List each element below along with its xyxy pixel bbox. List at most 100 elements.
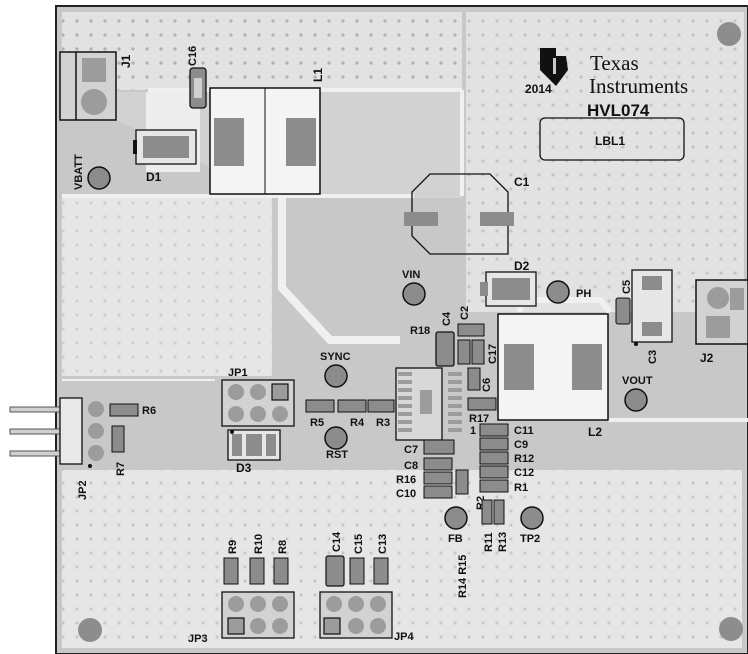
label-sync: SYNC <box>320 351 351 363</box>
label-c14: C14 <box>331 531 343 552</box>
label-r11: R11 <box>483 532 495 552</box>
label-c6: C6 <box>481 378 493 392</box>
label-c3: C3 <box>647 350 659 364</box>
label-c10: C10 <box>396 488 416 500</box>
inductor-l1: L1 <box>209 68 325 195</box>
label-fb: FB <box>448 533 463 545</box>
label-j2: J2 <box>700 351 714 365</box>
capacitor-c9: C9 <box>479 437 528 451</box>
label-r16: R16 <box>396 474 416 486</box>
label-box-text: LBL1 <box>595 134 625 148</box>
capacitor-c6: C6 <box>467 367 493 392</box>
copper-pours <box>62 12 744 648</box>
label-d2: D2 <box>514 259 530 273</box>
diode-d2: D2 <box>480 259 537 307</box>
resistor-r13: R13 <box>493 499 509 552</box>
brand-year: 2014 <box>525 82 552 96</box>
ic-u1 <box>395 367 462 441</box>
label-d1: D1 <box>146 170 162 184</box>
label-tp2: TP2 <box>520 533 540 545</box>
resistor-r6: R6 <box>109 403 156 417</box>
resistor-r7: R7 <box>111 425 127 476</box>
testpoint-sync: SYNC <box>320 351 351 388</box>
testpoint-tp2: TP2 <box>520 506 544 545</box>
diode-d3: D3 <box>227 429 281 475</box>
label-jp1: JP1 <box>228 367 248 379</box>
capacitor-c5: C5 <box>615 280 633 325</box>
label-c12: C12 <box>514 467 534 479</box>
label-r4: R4 <box>350 417 365 429</box>
inductor-l2: L2 <box>497 313 609 439</box>
label-vout: VOUT <box>622 375 653 387</box>
capacitor-c1: C1 <box>404 173 530 255</box>
label-c13: C13 <box>377 534 389 554</box>
capacitor-c15: C15 <box>349 534 365 585</box>
capacitor-c13: C13 <box>373 534 389 585</box>
capacitor-c10: C10 <box>396 485 453 500</box>
label-r10: R10 <box>253 534 265 554</box>
brand-texas: Texas <box>590 51 639 75</box>
label-c11: C11 <box>514 425 534 437</box>
ti-logo: Texas Instruments 2014 HVL074 LBL1 <box>525 48 688 161</box>
label-vin: VIN <box>402 269 420 281</box>
board-id: HVL074 <box>587 101 650 120</box>
label-r8: R8 <box>277 540 289 554</box>
capacitor-c17: C17 <box>457 339 499 365</box>
header-jp3: JP3 <box>188 591 295 645</box>
resistor-r8: R8 <box>273 540 289 585</box>
label-r14-r15: R14 R15 <box>457 555 469 598</box>
resistor-r12: R12 <box>479 451 534 465</box>
label-box <box>539 117 685 161</box>
label-c15: C15 <box>353 534 365 554</box>
resistor-r17: R17 <box>467 397 497 425</box>
capacitor-c14: C14 <box>325 531 345 587</box>
diode-d1: D1 <box>133 129 197 184</box>
label-c7: C7 <box>404 444 418 456</box>
label-c9: C9 <box>514 439 528 451</box>
testpoint-rst: RST <box>324 426 348 461</box>
resistor-r5: R5 <box>305 399 335 429</box>
label-jp3: JP3 <box>188 633 208 645</box>
label-r7: R7 <box>115 462 127 476</box>
label-d3: D3 <box>236 461 252 475</box>
label-c2: C2 <box>459 306 471 320</box>
testpoint-vbatt: VBATT <box>73 154 111 190</box>
label-r17: R17 <box>469 413 489 425</box>
resistor-r1: R1 <box>479 479 528 494</box>
resistor-r3: R3 <box>367 399 395 429</box>
label-c4: C4 <box>441 311 453 326</box>
label-jp2: JP2 <box>77 480 89 500</box>
label-ph: PH <box>576 288 591 300</box>
pin1-marker: 1 <box>470 425 476 437</box>
label-jp4: JP4 <box>394 631 414 643</box>
resistor-r11: R11 <box>481 499 495 552</box>
label-vbatt: VBATT <box>73 154 85 190</box>
label-r9: R9 <box>227 540 239 554</box>
label-l1: L1 <box>311 68 325 82</box>
capacitor-c11: 1 C11 <box>470 423 534 437</box>
capacitor-c2: C2 <box>457 306 485 337</box>
label-c8: C8 <box>404 460 418 472</box>
capacitor-c8: C8 <box>404 457 453 472</box>
capacitor-c7: C7 <box>404 439 455 456</box>
label-c1: C1 <box>514 175 530 189</box>
label-r5: R5 <box>310 417 324 429</box>
label-r3: R3 <box>376 417 390 429</box>
header-jp4: JP4 <box>319 591 414 643</box>
resistor-r4: R4 <box>337 399 367 429</box>
mounting-holes <box>78 22 743 642</box>
label-r12: R12 <box>514 453 534 465</box>
label-c16: C16 <box>187 46 199 66</box>
resistor-r16: R16 <box>396 471 453 486</box>
label-c17: C17 <box>487 344 499 364</box>
label-c5: C5 <box>621 280 633 294</box>
testpoint-vout: VOUT <box>622 375 653 412</box>
label-r1: R1 <box>514 482 528 494</box>
header-jp2: JP2 <box>9 397 104 500</box>
brand-instruments: Instruments <box>589 74 688 98</box>
connector-j2: J2 <box>695 279 748 365</box>
capacitor-c3: C3 <box>631 269 673 364</box>
capacitor-c16: C16 <box>187 46 207 109</box>
capacitor-c4: C4 <box>435 311 455 367</box>
